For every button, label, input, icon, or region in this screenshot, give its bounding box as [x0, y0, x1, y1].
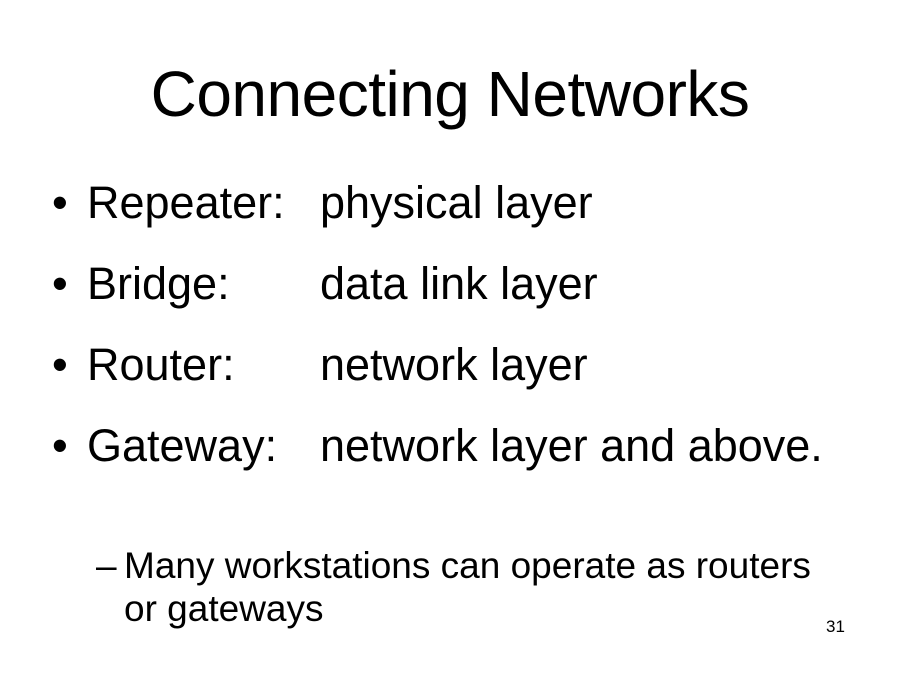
bullet-dot-icon: • [52, 177, 68, 228]
bullet-term-bridge: Bridge: [87, 258, 230, 309]
bullet-desc-bridge: data link layer [320, 258, 598, 309]
list-item: • Repeater: physical layer [0, 176, 900, 257]
list-item: • Gateway: network layer and above. [0, 419, 900, 500]
bullet-term-router: Router: [87, 339, 235, 390]
bullet-dot-icon: • [52, 339, 68, 390]
list-item: • Bridge: data link layer [0, 257, 900, 338]
bullet-dot-icon: • [52, 258, 68, 309]
page-title: Connecting Networks [150, 58, 750, 130]
bullet-desc-router: network layer [320, 339, 588, 390]
list-item: • Router: network layer [0, 338, 900, 419]
bullet-term-gateway: Gateway: [87, 420, 278, 471]
dash-icon: – [96, 545, 117, 586]
bullet-desc-repeater: physical layer [320, 177, 593, 228]
bullet-list: • Repeater: physical layer • Bridge: dat… [0, 176, 900, 500]
bullet-term-repeater: Repeater: [87, 177, 285, 228]
sub-bullet-text: Many workstations can operate as routers… [124, 545, 811, 629]
bullet-desc-gateway: network layer and above. [320, 420, 823, 471]
bullet-dot-icon: • [52, 420, 68, 471]
slide-number: 31 [826, 617, 845, 636]
